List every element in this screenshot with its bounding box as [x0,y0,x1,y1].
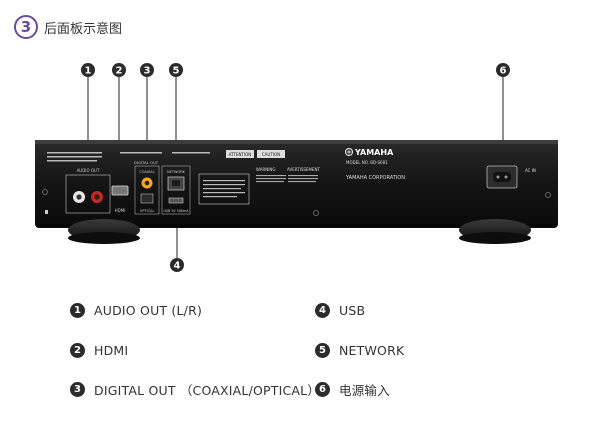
callout-3: 3 [140,63,154,77]
right-foot-base [459,232,531,244]
legend-label: NETWORK [339,342,405,358]
legend-label: HDMI [94,342,129,358]
legend-number-badge: 1 [70,302,85,318]
digital-out-label: DIGITAL OUT [134,160,159,165]
company-name: YAMAHA CORPORATION [345,175,405,181]
legend-number-badge: 2 [70,342,85,358]
body-top-edge [35,140,558,144]
hdmi-label: HDMI [115,208,126,213]
player-body [35,140,558,228]
section-header: 3 后面板示意图 [14,12,122,42]
legend-number-badge: 5 [315,342,330,358]
hdmi-port [111,185,129,196]
legend-item-digital-out: 3 DIGITAL OUT （COAXIAL/OPTICAL） [70,379,320,399]
legend-label: 电源输入 [339,382,390,398]
digital-out-frame [134,165,160,215]
avertissement-label: AVERTISSEMENT [287,167,320,172]
legend-item-usb: 4 USB [315,300,365,320]
rear-panel-diagram: AUDIO OUT HDMI DIGITAL OUT COAXIAL OPTIC… [35,63,558,272]
attention-label: ATTENTION [229,152,252,157]
coaxial-label: COAXIAL [139,170,154,174]
section-title: 后面板示意图 [44,21,123,37]
laser-class-box [198,173,250,205]
optical-label: OPTICAL [140,209,155,213]
caution-box [257,150,285,158]
legend-label: AUDIO OUT (L/R) [94,302,203,318]
small-marking [45,210,48,214]
legend-item-network: 5 NETWORK [315,340,404,360]
legend-item-audio-out: 1 AUDIO OUT (L/R) [70,300,202,320]
callout-5: 5 [169,63,183,77]
audio-out-label: AUDIO OUT [77,168,100,173]
legend-item-hdmi: 2 HDMI [70,340,128,360]
attention-box [226,150,254,158]
callout-2: 2 [112,63,126,77]
callout-3-number: 3 [144,66,151,77]
ac-in-label: AC IN [525,168,536,173]
usb-label: USB 5V 500mA [164,209,190,213]
model-number: MODEL NO. BD-S681 [346,160,388,165]
legend-number-badge: 6 [315,381,330,397]
step-number-badge: 3 [14,15,38,39]
audio-out-frame [65,174,111,214]
callout-1-number: 1 [85,66,92,77]
yamaha-logo-icon [345,148,353,156]
legend-number-badge: 4 [315,302,330,318]
legend-label: USB [339,302,366,318]
left-fine-print [47,152,210,162]
callout-4: 4 [170,258,184,272]
callout-6-number: 6 [500,66,507,77]
legend-label: DIGITAL OUT （COAXIAL/OPTICAL） [94,382,321,398]
usb-port [168,197,184,204]
network-label: NETWORK [167,170,186,174]
screws [42,189,551,216]
callout-6: 6 [496,63,510,77]
brand-name: YAMAHA [354,148,394,157]
callout-2-number: 2 [116,66,123,77]
warning-label: WARNING [256,167,276,172]
caution-label: CAUTION [262,152,280,157]
legend-item-power-input: 6 电源输入 [315,379,390,399]
network-usb-frame [161,165,191,215]
left-foot-base [68,232,140,244]
callout-1: 1 [81,63,95,77]
callout-4-number: 4 [174,261,181,272]
optical-port [140,193,154,204]
body-bottom-edge [38,224,555,227]
callout-5-number: 5 [173,66,180,77]
legend-number-badge: 3 [70,381,85,397]
